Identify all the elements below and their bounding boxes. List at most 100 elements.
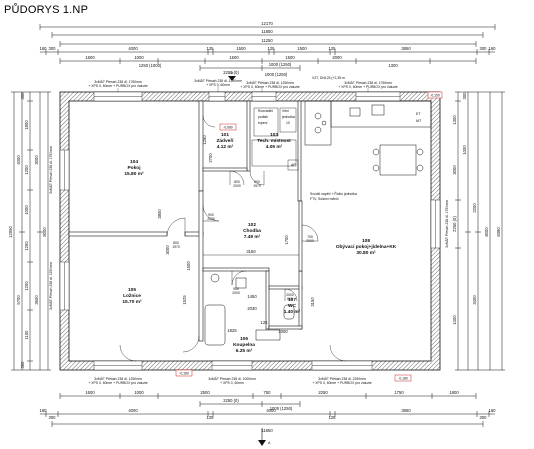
interior-dims: 3150 1825 125 1000 2030 1450 1500 2700 1… xyxy=(157,135,315,334)
ldim-4: 4000 xyxy=(16,155,21,165)
rdim-7: 1400 xyxy=(452,315,457,325)
ldim-12: 1000 xyxy=(24,205,29,215)
idim-5: 1450 xyxy=(247,294,257,299)
door-10: 600 xyxy=(287,297,293,301)
ldim-13: 12050 xyxy=(8,226,13,238)
door-7: 1970 xyxy=(253,184,261,188)
tag-2: -0,180 xyxy=(398,377,408,381)
dim-top-a-2: 4000 xyxy=(128,46,138,51)
tech-label-5: 10 xyxy=(286,121,290,125)
window-top-1-label: 3xMÁT Přesah 238 dl. 1750mm xyxy=(94,80,142,84)
window-right-1: 3xMÁT Přesah 238 dl. 1750mm xyxy=(445,200,449,248)
rdim-9: 8390 xyxy=(496,227,501,237)
bdim-b-1: 1000 (1250) xyxy=(270,406,293,411)
dim-top-b-5: 1000 (1250) xyxy=(265,72,288,77)
room-104-area: 15.80 m² xyxy=(124,171,144,177)
idim-9: 3000 xyxy=(165,245,170,255)
idim-4: 2030 xyxy=(247,306,257,311)
room-103-no: 103 xyxy=(270,132,278,138)
room-102-area: 7.49 m² xyxy=(244,234,261,240)
window-top-3-sub: + XPS 0, 60mm + PURBOX pro žaluzie xyxy=(240,85,299,89)
room-104-no: 104 xyxy=(130,159,138,165)
idim-12: 3150 xyxy=(310,297,315,307)
door-5: 2000 xyxy=(233,184,241,188)
tech-label-4: jednotka xyxy=(281,115,295,119)
bdim-a-0: 1600 xyxy=(85,390,95,395)
fixture-fridge: ET xyxy=(416,112,421,116)
rdim-3: 3000 xyxy=(452,165,457,175)
room-103-name: Tech. místnost xyxy=(257,138,291,144)
top-dimension-chains xyxy=(39,24,496,71)
door-6: 800 xyxy=(254,180,260,184)
dim-top-b-2: 1250 (1000) xyxy=(139,63,162,68)
door-0: 800 xyxy=(173,241,179,245)
vzt-note: VZT, DN125 (+2,35 m xyxy=(312,76,345,80)
idim-1: 1825 xyxy=(227,328,237,333)
dim-top-b-1: 1000 xyxy=(134,55,144,60)
ldim-9: 1100 xyxy=(24,330,29,340)
bdim-c-6: 3850 xyxy=(401,408,411,413)
ldim-8: 300 xyxy=(20,361,25,369)
kitchen xyxy=(304,100,432,176)
ldim-10: 1200 xyxy=(24,281,29,291)
right-dimension-texts: 1300 1000 300 3000 2250 (0) 2200 3400 14… xyxy=(452,92,501,325)
section-marker-top: A xyxy=(228,71,236,81)
top-dimension-texts: 12170 11850 11250 160 300 4000 125 1500 … xyxy=(40,21,497,77)
dim-top-a-6: 1500 xyxy=(297,46,307,51)
door-9: 2000 xyxy=(306,239,314,243)
doors xyxy=(119,114,347,362)
dim-top-b-6: 2000 xyxy=(332,55,342,60)
window-top-4-label: 3xMÁT Přesah 238 dl. 1750mm xyxy=(344,81,392,85)
tag-0: -0,080 xyxy=(223,126,233,130)
ldim-5: 3600 xyxy=(34,295,39,305)
rdim-1: 1000 xyxy=(462,145,467,155)
rdim-8: 8000 xyxy=(484,227,489,237)
room-102-name: Chodba xyxy=(243,228,261,234)
dim-top-a-10: 160 xyxy=(489,46,497,51)
tech-label-1: podlah xyxy=(258,115,268,119)
dim-top-b-3: 1500 xyxy=(229,55,239,60)
dim-top-b-4: 1500 xyxy=(285,55,295,60)
dim-overall-3: 11250 xyxy=(261,38,273,43)
window-bottom-3-sub: + XPS 0, 60mm + PURBOX pro žaluzie xyxy=(312,381,371,385)
dim-top-b-0: 1600 xyxy=(85,55,95,60)
room-102-no: 102 xyxy=(248,222,256,228)
bdim-a-4: 2250 xyxy=(318,390,328,395)
bdim-a-2: 2500 xyxy=(200,390,210,395)
door-11: 2000 xyxy=(286,293,294,297)
bdim-c-4: 4000 xyxy=(266,408,276,413)
room-106-area: 6.25 m² xyxy=(236,348,253,354)
idim-2: 125 xyxy=(261,320,269,325)
section-marker-bottom: A xyxy=(258,428,271,446)
door-3: 2030 xyxy=(207,217,215,221)
room-106-no: 106 xyxy=(240,336,248,342)
tech-label-2: topení xyxy=(258,121,267,125)
rdim-4: 2250 (0) xyxy=(452,216,457,232)
ldim-3: 1200 xyxy=(24,165,29,175)
bdim-a-1: 1000 xyxy=(134,390,144,395)
window-top-2-label: 3xMÁT Přesah 238 dl. 1250mm xyxy=(194,79,242,83)
ldim-6: 8000 xyxy=(42,227,47,237)
idim-8: 1250 xyxy=(202,135,207,145)
bdim-c-2: 4000 xyxy=(128,408,138,413)
dim-overall-1: 12170 xyxy=(261,21,273,26)
tech-label-3: Vrtní xyxy=(282,109,289,113)
window-bottom-1-label: 3xMÁT Přesah 238 dl. 1250mm xyxy=(94,377,142,381)
window-labels-bottom: 3xMÁT Přesah 238 dl. 1250mm + XPS 0, 60m… xyxy=(88,377,371,385)
note-0: Svodič napětí + Řídicí jednotka xyxy=(310,191,357,196)
room-106-name: Koupelna xyxy=(233,342,255,348)
room-107-no: 107 xyxy=(288,297,296,303)
section-label-top: A xyxy=(231,71,234,75)
window-bottom-3-label: 3xMÁT Přesah 238 dl. 2250mm xyxy=(318,377,366,381)
door-4: 800 xyxy=(234,180,240,184)
idim-11: 1700 xyxy=(284,235,289,245)
window-left-1: 3xMÁT Přesah 238 dl. 1750mm xyxy=(49,146,53,194)
bdim-c-5: 125 xyxy=(329,415,337,420)
bottom-dimension-chains xyxy=(40,393,495,427)
fixture-ap: AP xyxy=(291,163,296,167)
dim-top-a-0: 160 xyxy=(40,46,48,51)
door-8: 700 xyxy=(307,235,313,239)
idim-10: 3800 xyxy=(157,209,162,219)
room-105-area: 15.70 m² xyxy=(122,299,142,305)
